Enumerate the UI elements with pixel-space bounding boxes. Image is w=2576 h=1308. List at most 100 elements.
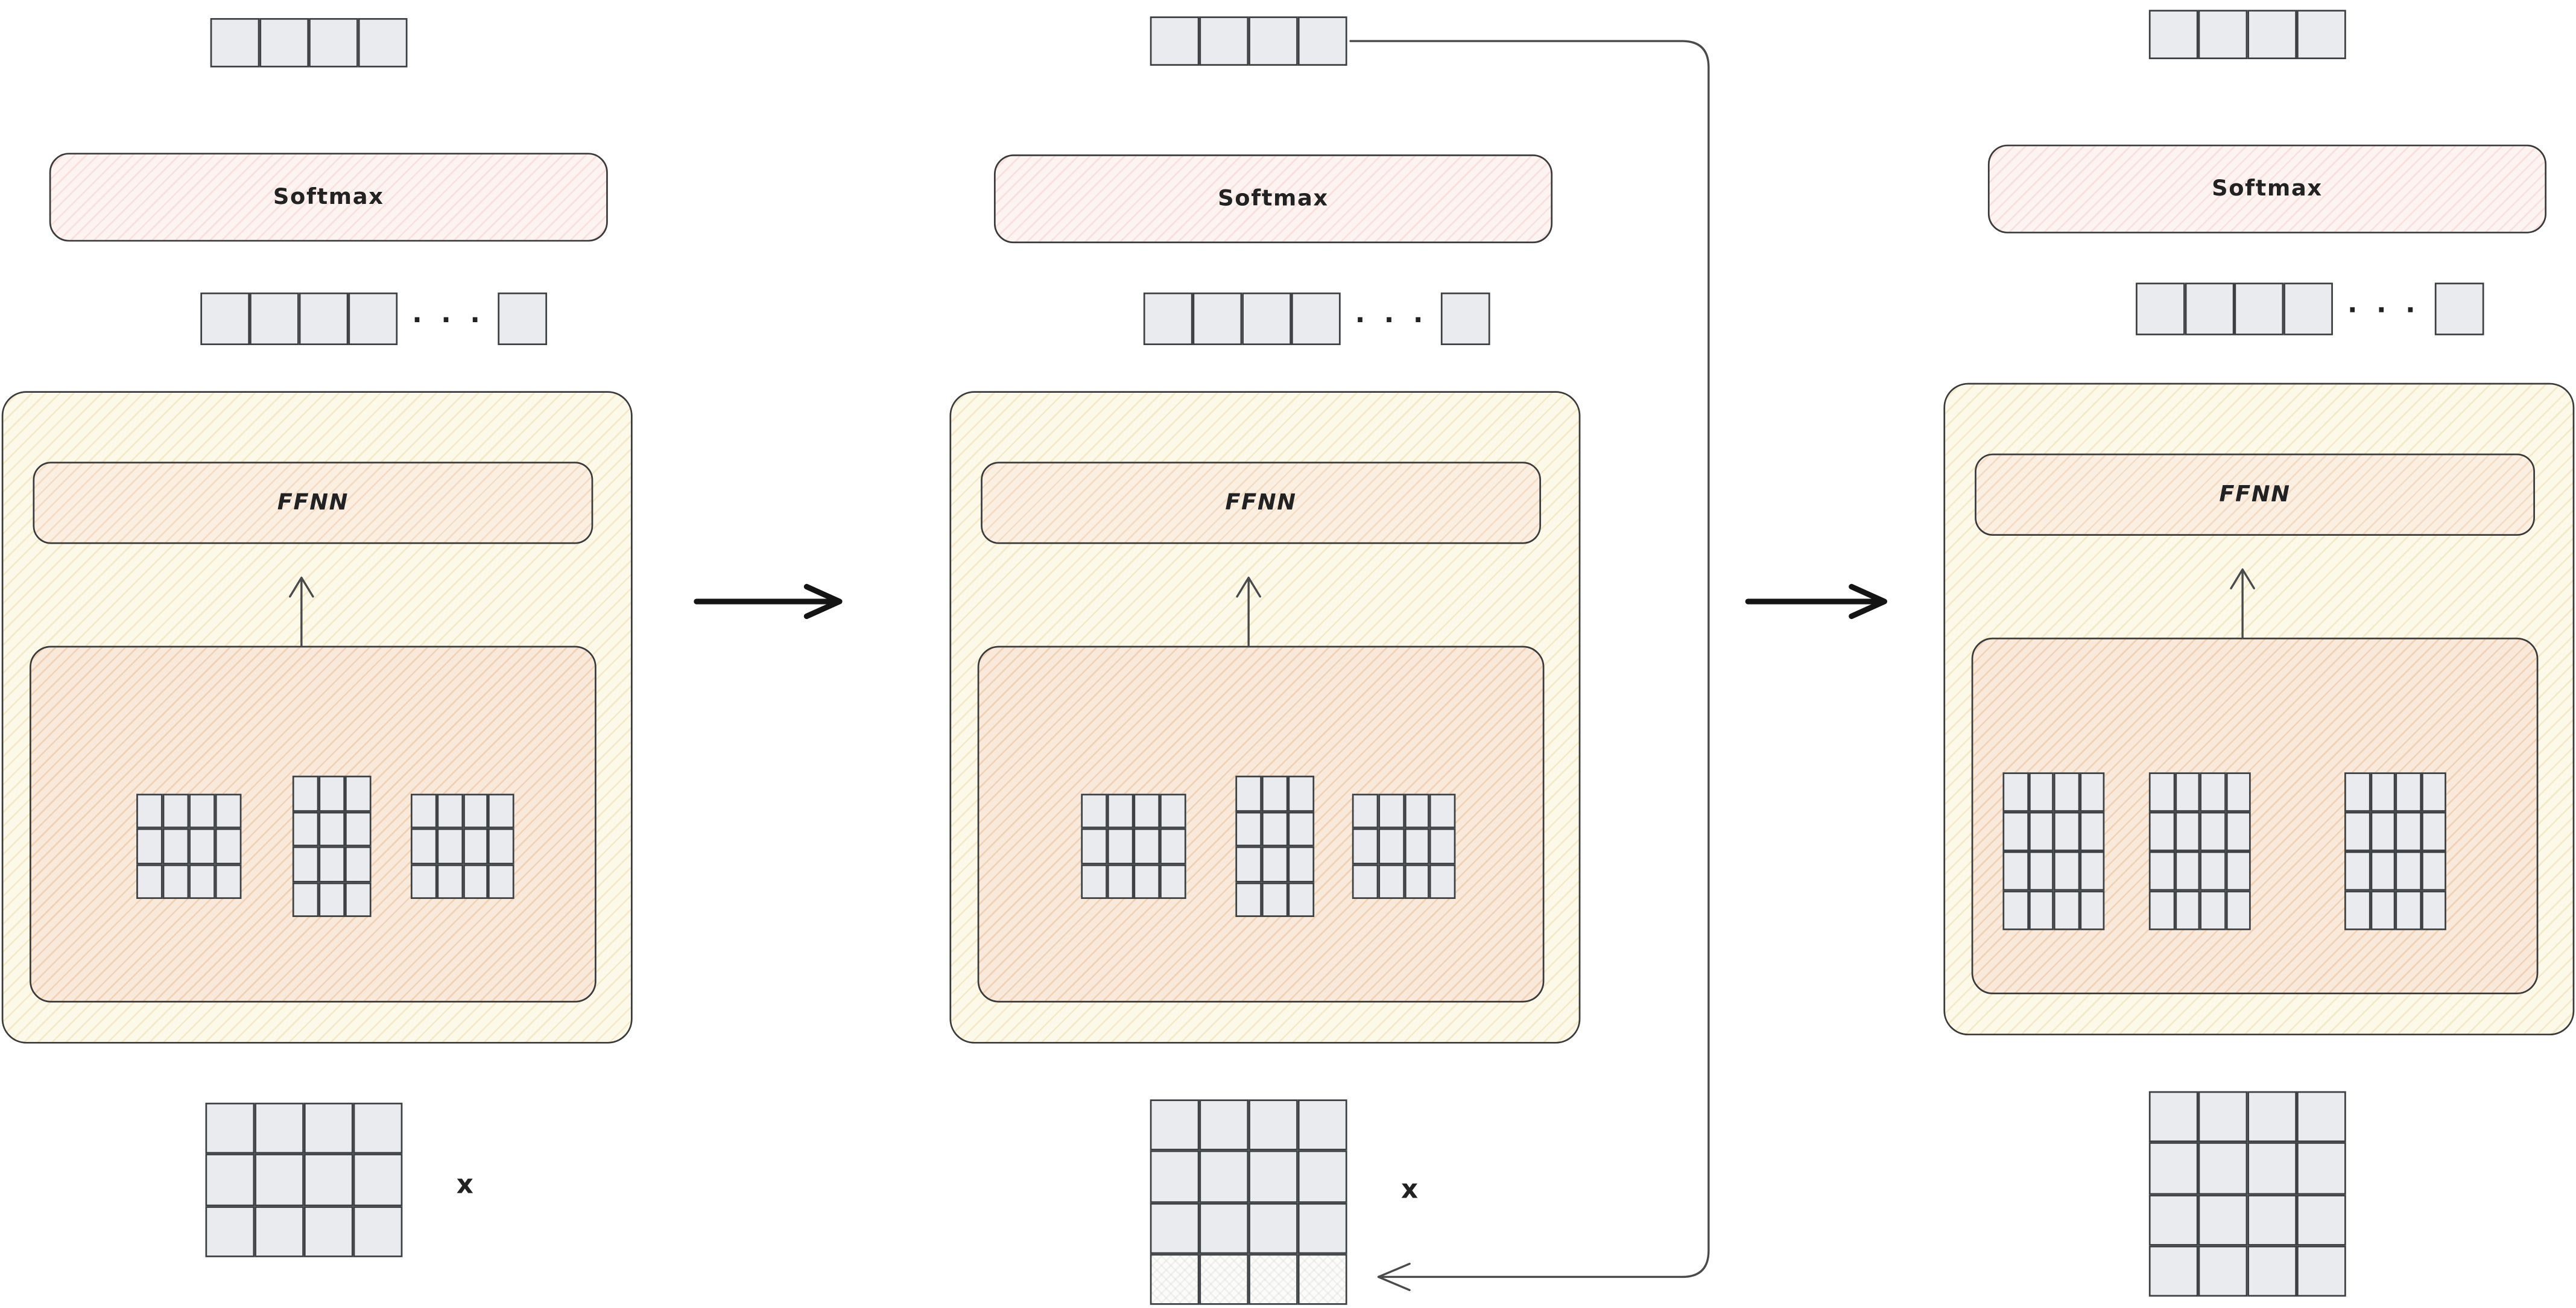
p2-ffnn-box: FFNN xyxy=(981,462,1542,544)
matrix-cell xyxy=(1378,793,1404,829)
matrix-cell xyxy=(1133,863,1160,899)
matrix-cell xyxy=(318,846,346,882)
matrix-cell xyxy=(1248,1099,1298,1151)
p3-softmax-label: Softmax xyxy=(2212,176,2323,203)
matrix-cell xyxy=(318,775,346,811)
matrix-cell xyxy=(1107,863,1134,899)
matrix-cell xyxy=(1192,292,1242,346)
matrix-cell xyxy=(255,1154,304,1206)
matrix-cell xyxy=(2370,891,2396,930)
matrix-cell xyxy=(1288,846,1315,882)
matrix-cell xyxy=(2200,851,2226,891)
matrix-cell xyxy=(2079,851,2105,891)
matrix-cell xyxy=(1107,793,1134,829)
matrix-cell xyxy=(358,17,408,68)
matrix-cell xyxy=(1133,793,1160,829)
matrix-cell xyxy=(353,1154,403,1206)
matrix-cell xyxy=(205,1102,255,1155)
matrix-cell xyxy=(2395,851,2421,891)
matrix-cell xyxy=(353,1205,403,1257)
matrix-cell xyxy=(2420,851,2446,891)
matrix-cell xyxy=(1133,828,1160,864)
matrix-cell xyxy=(2344,772,2370,812)
p2-weight-grid-1 xyxy=(1081,793,1186,899)
matrix-cell xyxy=(2247,1142,2297,1194)
matrix-cell xyxy=(205,1205,255,1257)
matrix-cell xyxy=(2200,891,2226,930)
matrix-cell xyxy=(2395,772,2421,812)
matrix-cell xyxy=(1150,1253,1200,1305)
matrix-cell xyxy=(303,1102,353,1155)
matrix-cell xyxy=(2002,772,2028,812)
p3-weight-grid-3 xyxy=(2344,772,2446,930)
matrix-cell xyxy=(200,292,250,346)
matrix-cell xyxy=(292,775,319,811)
matrix-cell xyxy=(2174,851,2200,891)
matrix-cell xyxy=(1235,881,1262,917)
matrix-cell xyxy=(462,828,489,864)
matrix-cell xyxy=(2420,811,2446,851)
matrix-cell xyxy=(299,292,349,346)
matrix-cell xyxy=(205,1154,255,1206)
matrix-cell xyxy=(462,793,489,829)
matrix-cell xyxy=(1297,1202,1347,1254)
matrix-cell xyxy=(1081,863,1107,899)
matrix-cell xyxy=(1429,793,1456,829)
matrix-cell xyxy=(2344,851,2370,891)
matrix-cell xyxy=(250,292,299,346)
p2-logits-tail-cell xyxy=(1440,292,1490,346)
matrix-cell xyxy=(318,881,346,917)
matrix-cell xyxy=(353,1102,403,1155)
matrix-cell xyxy=(1235,775,1262,811)
matrix-cell xyxy=(2198,10,2248,60)
p1-logits-vector xyxy=(200,292,398,346)
p3-weight-grid-1 xyxy=(2002,772,2105,930)
matrix-cell xyxy=(2002,851,2028,891)
matrix-cell xyxy=(2283,282,2333,335)
matrix-cell xyxy=(2028,851,2054,891)
p2-logits-vector xyxy=(1143,292,1341,346)
p3-ffnn-label: FFNN xyxy=(2219,481,2291,508)
matrix-cell xyxy=(1235,846,1262,882)
matrix-cell xyxy=(1352,863,1378,899)
matrix-cell xyxy=(1160,828,1186,864)
matrix-cell xyxy=(1107,828,1134,864)
matrix-cell xyxy=(215,863,242,899)
matrix-cell xyxy=(1261,881,1288,917)
matrix-cell xyxy=(1429,828,1456,864)
matrix-cell xyxy=(488,793,514,829)
matrix-cell xyxy=(1081,828,1107,864)
p2-weight-grid-3 xyxy=(1352,793,1456,899)
matrix-cell xyxy=(1242,292,1291,346)
matrix-cell xyxy=(2225,811,2251,851)
matrix-cell xyxy=(2148,1193,2198,1246)
matrix-cell xyxy=(1297,1151,1347,1202)
p3-input-matrix xyxy=(2148,1091,2346,1297)
matrix-cell xyxy=(136,828,163,864)
matrix-cell xyxy=(136,863,163,899)
matrix-cell xyxy=(1288,775,1315,811)
matrix-cell xyxy=(1248,1253,1298,1305)
matrix-cell xyxy=(2395,891,2421,930)
matrix-cell xyxy=(2297,1245,2346,1297)
matrix-cell xyxy=(345,775,372,811)
matrix-cell xyxy=(2434,282,2484,335)
matrix-cell xyxy=(2370,772,2396,812)
p1-weight-grid-3 xyxy=(410,793,514,899)
matrix-cell xyxy=(1297,1099,1347,1151)
matrix-cell xyxy=(1378,863,1404,899)
p3-ffnn-box: FFNN xyxy=(1975,453,2535,536)
matrix-cell xyxy=(162,863,189,899)
matrix-cell xyxy=(2247,1193,2297,1246)
matrix-cell xyxy=(2002,811,2028,851)
matrix-cell xyxy=(2174,811,2200,851)
matrix-cell xyxy=(1378,828,1404,864)
matrix-cell xyxy=(255,1102,304,1155)
p1-weight-grid-1 xyxy=(136,793,242,899)
matrix-cell xyxy=(2297,1193,2346,1246)
matrix-cell xyxy=(2028,772,2054,812)
matrix-cell xyxy=(2344,891,2370,930)
matrix-cell xyxy=(292,846,319,882)
